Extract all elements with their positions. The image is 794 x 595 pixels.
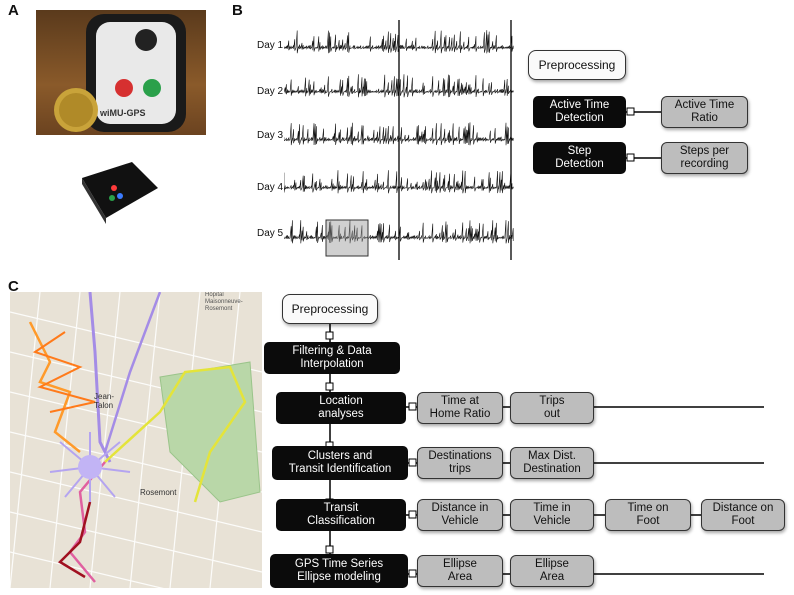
gps-receiver-photo	[72, 158, 162, 228]
ellipse-area-node-2: Ellipse Area	[510, 555, 594, 587]
steps-per-recording-node: Steps per recording	[661, 142, 748, 174]
day-label-2: Day 2	[257, 86, 284, 97]
gps-receiver-image	[82, 162, 158, 224]
gps-ellipse-modeling-node: GPS Time Series Ellipse modeling	[270, 554, 408, 588]
panel-b-connectors	[626, 107, 661, 162]
time-in-vehicle-node: Time in Vehicle	[510, 499, 594, 531]
step-detection-node: Step Detection	[533, 142, 626, 174]
panel-letter-b: B	[232, 2, 243, 19]
map-label-area2: Rosemont	[140, 488, 177, 497]
ellipse-area-node-1: Ellipse Area	[417, 555, 503, 587]
max-dist-destination-node: Max Dist. Destination	[510, 447, 594, 479]
day-label-5: Day 5	[257, 228, 284, 239]
day-label-1: Day 1	[257, 40, 284, 51]
location-analyses-node: Location analyses	[276, 392, 406, 424]
panel-letter-a: A	[8, 2, 19, 19]
distance-in-vehicle-node: Distance in Vehicle	[417, 499, 503, 531]
panel-letter-c: C	[8, 278, 19, 295]
device-logo-text: wiMU-GPS	[100, 108, 146, 118]
wimu-device-image	[54, 14, 186, 132]
time-on-foot-node: Time on Foot	[605, 499, 691, 531]
day-trace-1	[284, 30, 514, 54]
distance-on-foot-node: Distance on Foot	[701, 499, 785, 531]
active-time-detection-node: Active Time Detection	[533, 96, 626, 128]
clusters-transit-node: Clusters and Transit Identification	[272, 446, 408, 480]
map-label-hospital: Hôpital Maisonneuve- Rosemont	[205, 292, 243, 312]
transit-classification-node: Transit Classification	[276, 499, 406, 531]
activity-traces	[284, 20, 514, 260]
day-label-4: Day 4	[257, 182, 284, 193]
map-image: Hôpital Maisonneuve- Rosemont Jean- Talo…	[10, 292, 262, 588]
day-trace-4	[284, 170, 514, 194]
filtering-interpolation-node: Filtering & Data Interpolation	[264, 342, 400, 374]
preprocessing-node-b: Preprocessing	[528, 50, 626, 80]
destinations-trips-node: Destinations trips	[417, 447, 503, 479]
preprocessing-node-c: Preprocessing	[282, 294, 378, 324]
map-drawing	[10, 292, 262, 588]
day-label-3: Day 3	[257, 130, 284, 141]
active-time-ratio-node: Active Time Ratio	[661, 96, 748, 128]
device-photo: wiMU-GPS	[36, 10, 206, 135]
highlight-window	[325, 219, 369, 257]
map-label-area1: Jean- Talon	[94, 392, 115, 410]
trips-out-node: Trips out	[510, 392, 594, 424]
day-trace-5	[284, 220, 514, 244]
time-at-home-ratio-node: Time at Home Ratio	[417, 392, 503, 424]
